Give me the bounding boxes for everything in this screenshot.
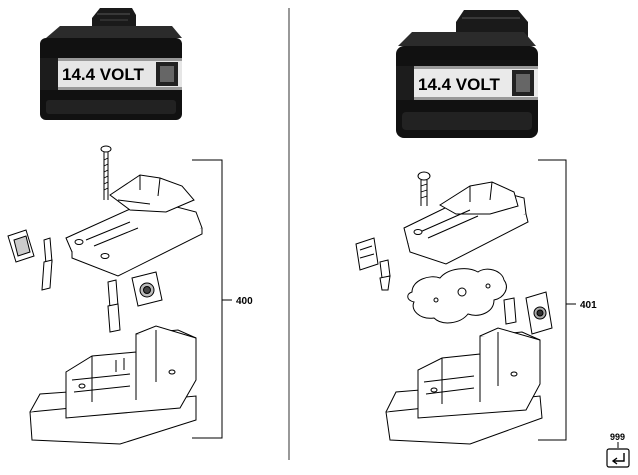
- return-arrow-icon[interactable]: [606, 448, 630, 468]
- reference-number: 999: [610, 432, 625, 442]
- left-battery-voltage-label: 14.4 VOLT: [62, 65, 144, 84]
- right-panel: 14.4 VOLT 401: [355, 10, 597, 445]
- right-top-cover: [403, 181, 529, 265]
- left-assembly-number: 400: [236, 296, 253, 307]
- right-screw: [417, 171, 431, 206]
- right-battery-voltage-label: 14.4 VOLT: [418, 75, 500, 94]
- right-sensor-module: [525, 291, 553, 335]
- right-connector-block: [355, 237, 391, 291]
- right-assembly-number: 401: [580, 300, 597, 311]
- left-assembly-bracket: [192, 159, 223, 439]
- left-top-cover: [65, 174, 203, 277]
- right-battery-pack: 14.4 VOLT: [396, 10, 538, 138]
- right-assembly-bracket: [538, 159, 567, 441]
- left-contact-clip: [41, 237, 53, 291]
- left-panel: 14.4 VOLT 400: [7, 8, 253, 445]
- right-housing: [385, 327, 543, 445]
- left-screw: [100, 145, 112, 200]
- left-contact-strip: [107, 279, 121, 333]
- right-gasket: [407, 268, 507, 324]
- left-battery-pack: 14.4 VOLT: [40, 8, 182, 120]
- left-terminal-plate: [7, 229, 35, 263]
- left-housing: [29, 325, 197, 445]
- left-sensor-module: [131, 271, 163, 307]
- right-contact-terminal: [503, 297, 517, 325]
- reference-footer: 999: [606, 432, 630, 468]
